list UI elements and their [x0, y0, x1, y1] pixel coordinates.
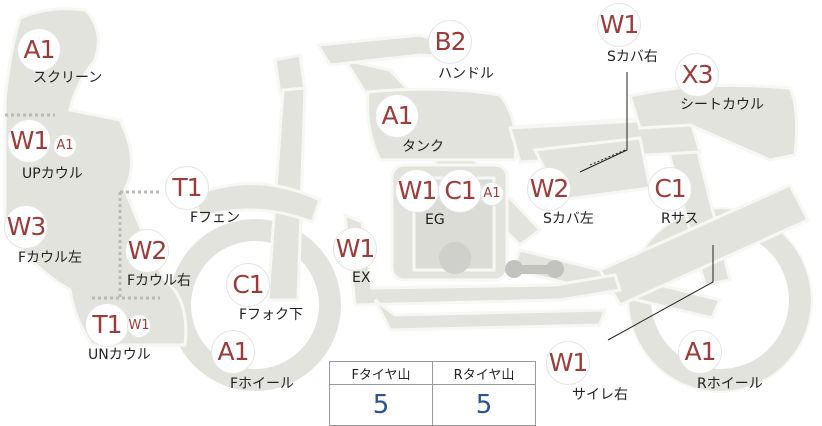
- label-f-fender: Fフェン: [190, 210, 241, 226]
- label-screen: スクリーン: [33, 70, 103, 86]
- rear-tire-header: Rタイヤ山: [432, 361, 536, 385]
- label-under-cowl: UNカウル: [88, 347, 151, 363]
- grade-badge-under-cowl-secondary: W1: [127, 314, 151, 338]
- grade-badge-tank: A1: [375, 94, 419, 138]
- grade-badge-f-cowl-left: W3: [4, 205, 48, 249]
- label-engine: EG: [425, 212, 445, 228]
- label-muffler-right: サイレ右: [572, 387, 628, 403]
- grade-badge-handle: B2: [428, 20, 472, 64]
- label-f-wheel: Fホイール: [230, 376, 295, 392]
- grade-badge-engine: W1: [395, 169, 439, 213]
- label-f-cowl-left: Fカウル左: [18, 250, 83, 266]
- grade-badge-up-cowl: W1: [7, 119, 51, 163]
- grade-badge-r-wheel: A1: [678, 330, 722, 374]
- grade-badge-engine-secondary: C1: [438, 169, 482, 213]
- grade-badge-f-fork-lower: C1: [226, 263, 270, 307]
- label-f-cowl-right: Fカウル右: [127, 273, 192, 289]
- grade-badge-f-wheel: A1: [211, 330, 255, 374]
- grade-badge-screen: A1: [17, 28, 61, 72]
- grade-badge-engine-tertiary: A1: [480, 182, 504, 206]
- label-s-cover-left: Sカバ左: [543, 211, 594, 227]
- label-up-cowl: UPカウル: [22, 166, 83, 182]
- label-f-fork-lower: Fフォク下: [239, 307, 304, 323]
- label-r-suspension: Rサス: [661, 211, 699, 227]
- grade-badge-up-cowl-secondary: A1: [53, 134, 77, 158]
- front-tire-header: Fタイヤ山: [329, 361, 433, 385]
- rear-tire-value: 5: [432, 384, 536, 426]
- grade-badge-s-cover-left: W2: [527, 167, 571, 211]
- grade-badge-r-suspension: C1: [648, 167, 692, 211]
- front-tire-value: 5: [329, 384, 433, 426]
- label-exhaust: EX: [352, 270, 371, 286]
- grade-badge-f-cowl-right: W2: [125, 229, 169, 273]
- tire-tread-table: Fタイヤ山 Rタイヤ山 5 5: [329, 361, 536, 426]
- grade-badge-muffler-right: W1: [546, 341, 590, 385]
- grade-badge-f-fender: T1: [165, 166, 209, 210]
- grade-badge-exhaust: W1: [333, 227, 377, 271]
- label-handle: ハンドル: [438, 66, 494, 82]
- label-s-cover-right: Sカバ右: [607, 49, 658, 65]
- label-tank: タンク: [402, 139, 444, 155]
- seat-cowl-shape: [628, 83, 799, 162]
- grade-badge-seat-cowl: X3: [675, 53, 719, 97]
- grade-badge-s-cover-right: W1: [597, 3, 641, 47]
- label-r-wheel: Rホイール: [697, 376, 763, 392]
- muffler-shape: [597, 183, 811, 307]
- front-fender-shape: [193, 182, 322, 224]
- grade-badge-under-cowl: T1: [85, 303, 129, 347]
- label-seat-cowl: シートカウル: [680, 97, 764, 113]
